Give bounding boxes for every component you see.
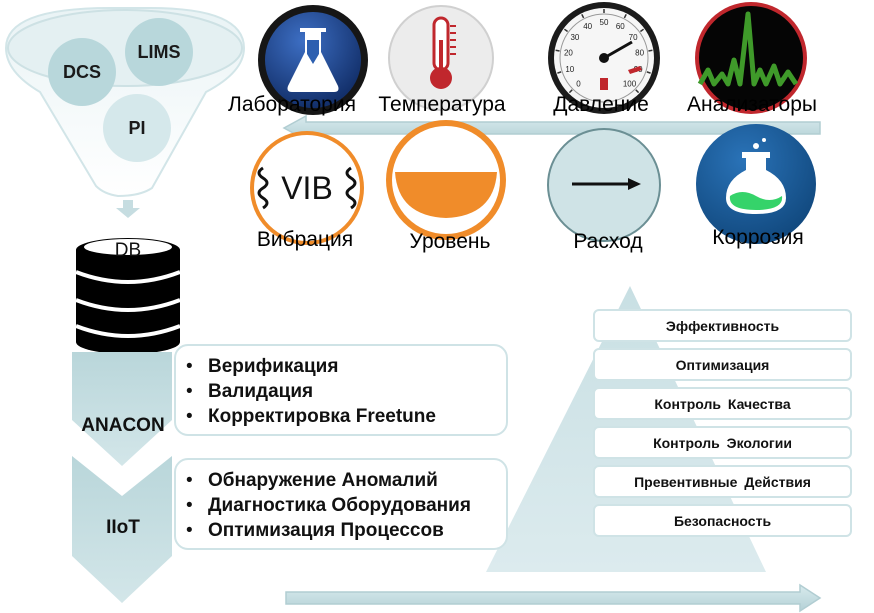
anacon-label: ANACON xyxy=(81,415,165,436)
analyzer-spectrum-icon xyxy=(695,2,807,114)
gauge-tick-mark xyxy=(648,49,653,52)
funnel xyxy=(4,7,246,198)
vibration-icon: VIB xyxy=(250,131,364,245)
sensor-label-pressure: Давление xyxy=(553,93,649,116)
database-icon xyxy=(75,238,181,354)
level-icon xyxy=(386,120,506,240)
anacon-item: •Корректировка Freetune xyxy=(186,406,436,427)
gauge-tick-mark xyxy=(639,28,645,33)
gauge-tick-label: 50 xyxy=(600,18,609,27)
funnel-down-arrow xyxy=(116,200,140,218)
gauge-tick-mark xyxy=(646,71,651,74)
gauge-tick-label: 70 xyxy=(629,33,638,42)
iiot-panel: •Обнаружение Аномалий •Диагностика Обору… xyxy=(174,458,508,550)
lims-circle xyxy=(125,18,193,86)
pi-circle xyxy=(103,94,171,162)
iiot-item: •Диагностика Оборудования xyxy=(186,495,471,516)
iiot-label: IIoT xyxy=(106,517,140,538)
gauge-tick-mark xyxy=(568,89,573,94)
sensor-label-temperature: Температура xyxy=(378,93,506,116)
database-label: DB xyxy=(114,240,142,261)
gauge-tick-label: 0 xyxy=(576,80,581,89)
corrosion-flask-icon xyxy=(696,124,816,244)
funnel-item-dcs: DCS xyxy=(62,62,101,82)
gauge-tick-label: 100 xyxy=(623,80,637,89)
flow-icon xyxy=(547,128,661,242)
gauge-tick-label: 20 xyxy=(564,48,573,57)
sensor-label-corrosion: Коррозия xyxy=(712,226,804,249)
gauge-tick-mark xyxy=(555,49,560,52)
pyramid-level-preventive-actions: Превентивные Действия xyxy=(593,465,852,498)
output-arrow xyxy=(285,583,822,613)
gauge-tick-label: 40 xyxy=(583,22,592,31)
iiot-item: •Оптимизация Процессов xyxy=(186,520,444,541)
pressure-gauge-icon: 0102030405060708090100 xyxy=(548,2,660,114)
svg-text:VIB: VIB xyxy=(281,170,333,206)
sensor-label-laboratory: Лаборатория xyxy=(228,93,356,116)
sensor-label-vibration: Вибрация xyxy=(256,228,354,251)
gauge-tick-mark xyxy=(581,13,585,19)
funnel-item-pi: PI xyxy=(128,118,146,138)
gauge-tick-mark xyxy=(623,13,627,19)
anacon-item: •Верификация xyxy=(186,356,339,377)
gauge-tick-mark xyxy=(635,89,640,94)
sensor-label-flow: Расход xyxy=(573,230,643,253)
anacon-panel: •Верификация •Валидация •Корректировка F… xyxy=(174,344,508,436)
sensor-label-analyzers: Анализаторы xyxy=(687,93,817,116)
dcs-circle xyxy=(48,38,116,106)
gauge-tick-mark xyxy=(557,71,562,74)
thermometer-icon xyxy=(388,5,494,111)
pyramid-level-optimization: Оптимизация xyxy=(593,348,852,381)
pyramid-level-efficiency: Эффективность xyxy=(593,309,852,342)
gauge-tick-label: 10 xyxy=(565,65,574,74)
gauge-tick-label: 30 xyxy=(570,33,579,42)
funnel-item-lims: LIMS xyxy=(137,42,181,62)
iiot-item: •Обнаружение Аномалий xyxy=(186,470,438,491)
pyramid-level-safety: Безопасность xyxy=(593,504,852,537)
gauge-tick-mark xyxy=(563,28,569,33)
gauge-tick-label: 80 xyxy=(635,48,644,57)
pyramid-level-ecology-control: Контроль Экологии xyxy=(593,426,852,459)
anacon-chevron xyxy=(72,352,172,466)
pyramid-level-quality-control: Контроль Качества xyxy=(593,387,852,420)
anacon-item: •Валидация xyxy=(186,381,314,402)
iiot-chevron xyxy=(72,456,172,603)
flask-icon xyxy=(258,5,368,115)
sensor-label-level: Уровень xyxy=(409,230,491,253)
gauge-tick-label: 60 xyxy=(616,22,625,31)
